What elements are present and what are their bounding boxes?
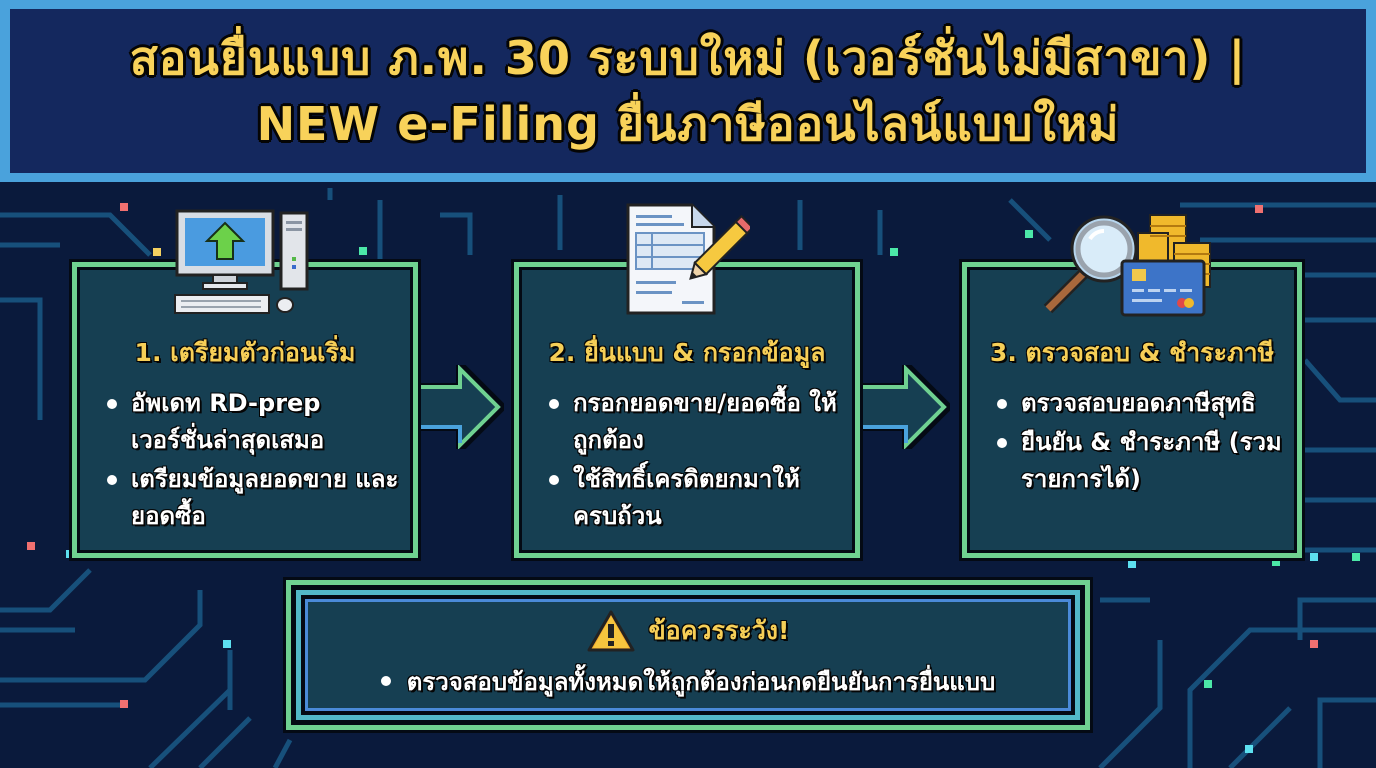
warning-title: ข้อควรระวัง! (648, 615, 790, 645)
step-card-file: 2. ยื่นแบบ & กรอกข้อมูล กรอกยอดขาย/ยอดซื… (511, 203, 863, 561)
step-card-prepare: 1. เตรียมตัวก่อนเริ่ม อัพเดท RD-prep เวอ… (69, 209, 421, 561)
list-item: กรอกยอดขาย/ยอดซื้อ ให้ถูกต้อง (549, 385, 841, 459)
step-bullet-list: กรอกยอดขาย/ยอดซื้อ ให้ถูกต้อง ใช้สิทธิ์เ… (549, 385, 841, 537)
step-card-pay: 3. ตรวจสอบ & ชำระภาษี ตรวจสอบยอดภาษีสุทธ… (959, 214, 1305, 561)
title-banner: สอนยื่นแบบ ภ.พ. 30 ระบบใหม่ (เวอร์ชั่นไม… (0, 0, 1376, 182)
list-item: อัพเดท RD-prep เวอร์ชั่นล่าสุดเสมอ (107, 385, 399, 459)
list-item: ใช้สิทธิ์เครดิตยกมาให้ ครบถ้วน (549, 461, 841, 535)
warning-header: ข้อควรระวัง! (587, 610, 790, 652)
list-item: ตรวจสอบยอดภาษีสุทธิ (997, 385, 1283, 422)
bullet-dot (107, 475, 117, 485)
warning-panel: ข้อควรระวัง! ตรวจสอบข้อมูลทั้งหมดให้ถูกต… (305, 599, 1071, 711)
step-title: 2. ยื่นแบบ & กรอกข้อมูล (548, 338, 826, 367)
list-item: ตรวจสอบข้อมูลทั้งหมดให้ถูกต้องก่อนกดยืนย… (380, 662, 995, 701)
bullet-dot (997, 399, 1007, 409)
page-title-line-2: NEW e-Filing ยื่นภาษีออนไลน์แบบใหม่ (256, 97, 1120, 151)
page-title-line-1: สอนยื่นแบบ ภ.พ. 30 ระบบใหม่ (เวอร์ชั่นไม… (129, 31, 1247, 85)
list-item: ยืนยัน & ชำระภาษี (รวมรายการได้) (997, 424, 1283, 498)
bullet-dot (380, 676, 391, 686)
bullet-dot (549, 399, 559, 409)
warning-frame: ข้อควรระวัง! ตรวจสอบข้อมูลทั้งหมดให้ถูกต… (296, 590, 1080, 720)
magnifier-coins-card-icon (1038, 209, 1214, 325)
list-item: เตรียมข้อมูลยอดขาย และยอดซื้อ (107, 461, 399, 535)
warning-box: ข้อควรระวัง! ตรวจสอบข้อมูลทั้งหมดให้ถูกต… (283, 577, 1093, 733)
bullet-dot (997, 438, 1007, 448)
step-title: 3. ตรวจสอบ & ชำระภาษี (989, 338, 1275, 367)
title-panel: สอนยื่นแบบ ภ.พ. 30 ระบบใหม่ (เวอร์ชั่นไม… (10, 9, 1366, 173)
document-pencil-icon (624, 201, 755, 323)
step-bullet-list: อัพเดท RD-prep เวอร์ชั่นล่าสุดเสมอ เตรีย… (107, 385, 399, 537)
step-bullet-list: ตรวจสอบยอดภาษีสุทธิ ยืนยัน & ชำระภาษี (ร… (997, 385, 1283, 500)
bullet-dot (549, 475, 559, 485)
warning-triangle-icon (587, 610, 635, 651)
arrow-right-icon (412, 365, 504, 449)
computer-upload-icon (173, 209, 313, 325)
bullet-dot (107, 399, 117, 409)
arrow-right-icon (858, 365, 950, 449)
step-title: 1. เตรียมตัวก่อนเริ่ม (134, 338, 356, 367)
